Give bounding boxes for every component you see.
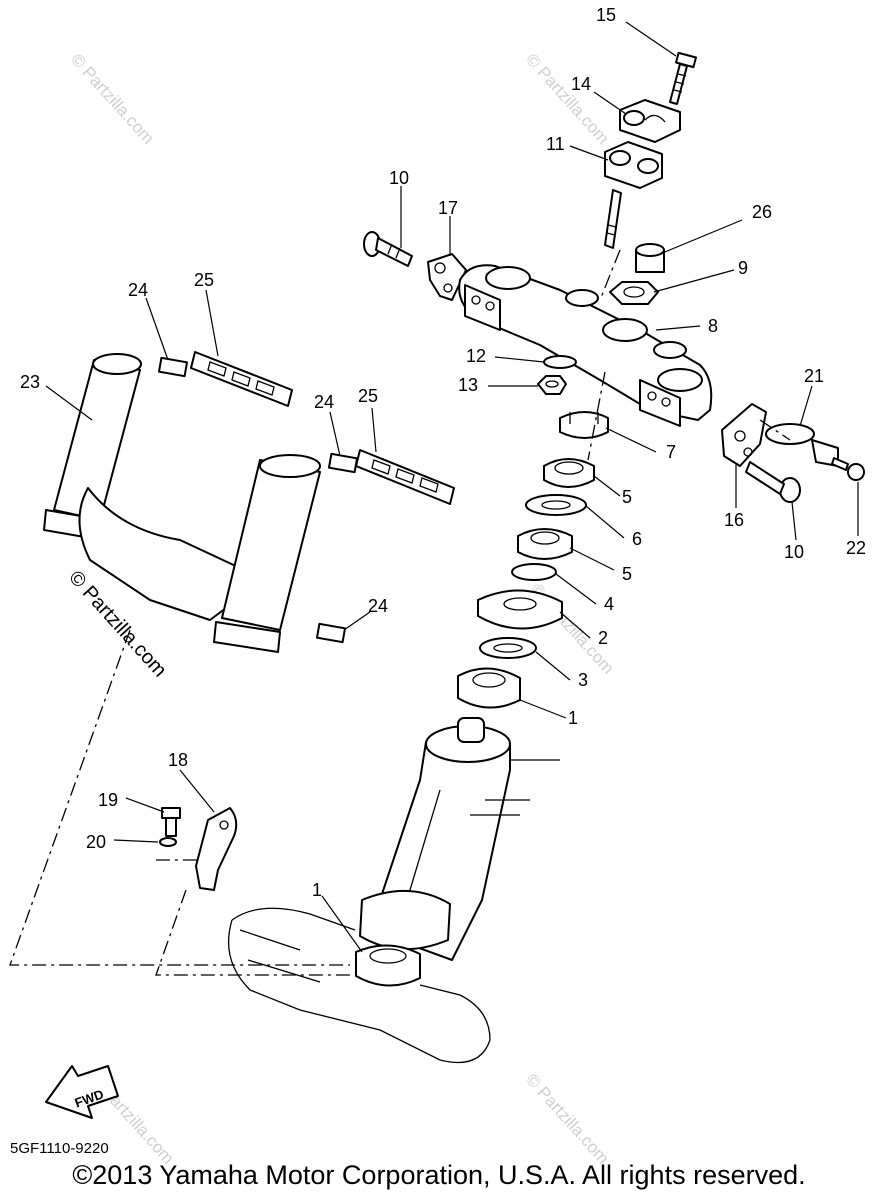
callout-7: 7 xyxy=(666,442,676,462)
washer-20 xyxy=(159,837,177,847)
clamp-21 xyxy=(765,423,839,467)
copyright-notice: ©2013 Yamaha Motor Corporation, U.S.A. A… xyxy=(72,1160,806,1190)
callout-5-lower: 5 xyxy=(622,564,632,584)
bolt-10-lower xyxy=(745,461,801,503)
callout-22: 22 xyxy=(846,538,866,558)
callout-25-b: 25 xyxy=(358,386,378,406)
pad-24-a xyxy=(157,356,189,378)
callout-13: 13 xyxy=(458,375,478,395)
nut-13 xyxy=(537,375,567,395)
callout-18: 18 xyxy=(168,750,188,770)
washer-12 xyxy=(543,355,577,369)
bolt-19 xyxy=(161,807,181,837)
upper-holder-14 xyxy=(619,99,681,143)
callout-25-a: 25 xyxy=(194,270,214,290)
bolt-10-upper xyxy=(363,231,413,267)
watermark-5: © Partzilla.com xyxy=(522,1070,613,1168)
tape-25-a xyxy=(190,351,293,407)
callout-24-c: 24 xyxy=(368,596,388,616)
bearing-1-lower xyxy=(355,944,421,987)
drawing-code: 5GF1110-9220 xyxy=(10,1140,109,1157)
callout-21: 21 xyxy=(804,366,824,386)
nut-9 xyxy=(609,281,659,305)
ring-nut-5-lower xyxy=(517,528,573,560)
callout-24-b: 24 xyxy=(314,392,334,412)
callout-11: 11 xyxy=(546,134,565,154)
callout-24-a: 24 xyxy=(128,280,148,300)
callout-3: 3 xyxy=(578,670,588,690)
watermark-1: © Partzilla.com xyxy=(67,50,158,148)
pad-24-b xyxy=(327,452,359,474)
callout-1-upper: 1 xyxy=(568,708,578,728)
callout-12: 12 xyxy=(466,346,486,366)
handle-grip-right xyxy=(213,454,321,653)
callout-20: 20 xyxy=(86,832,106,852)
callout-17: 17 xyxy=(438,198,458,218)
lower-holder-11 xyxy=(604,141,663,249)
bracket-16 xyxy=(721,403,767,467)
alignment-lines xyxy=(9,249,791,976)
bearing-1-upper xyxy=(457,667,521,709)
lock-washer-7 xyxy=(559,411,609,439)
fwd-arrow-icon: FWD xyxy=(45,1065,119,1119)
callout-15: 15 xyxy=(596,5,616,25)
callout-2: 2 xyxy=(598,628,608,648)
callout-23: 23 xyxy=(20,372,40,392)
watermark-2: © Partzilla.com xyxy=(522,50,613,148)
callout-16: 16 xyxy=(724,510,744,530)
callout-1-lower: 1 xyxy=(312,880,322,900)
steering-stem xyxy=(359,717,560,961)
bolt-22 xyxy=(831,457,865,481)
callout-4: 4 xyxy=(604,594,614,614)
callout-9: 9 xyxy=(738,258,748,278)
callout-labels: 15 14 11 10 17 26 9 8 12 13 7 5 6 5 4 2 … xyxy=(20,5,866,900)
callout-6: 6 xyxy=(632,529,642,549)
washer-6 xyxy=(525,494,587,516)
callout-10-upper: 10 xyxy=(389,168,409,188)
o-ring-4 xyxy=(511,563,557,581)
callout-5-upper: 5 xyxy=(622,487,632,507)
frame-section xyxy=(228,907,491,1064)
seal-3 xyxy=(479,637,537,659)
pad-24-c xyxy=(315,622,347,644)
tape-25-b xyxy=(355,449,455,505)
plate-17 xyxy=(427,253,467,301)
callout-19: 19 xyxy=(98,790,118,810)
upper-bracket-8 xyxy=(458,264,713,427)
callout-14: 14 xyxy=(571,74,591,94)
cap-26 xyxy=(635,243,665,273)
leader-lines xyxy=(45,21,859,953)
bracket-18 xyxy=(195,807,238,891)
bearing-cover-2 xyxy=(477,589,563,630)
callout-10-lower: 10 xyxy=(784,542,804,562)
callout-8: 8 xyxy=(708,316,718,336)
callout-26: 26 xyxy=(752,202,772,222)
ring-nut-5-upper xyxy=(543,458,595,488)
bolt-15 xyxy=(669,51,697,105)
